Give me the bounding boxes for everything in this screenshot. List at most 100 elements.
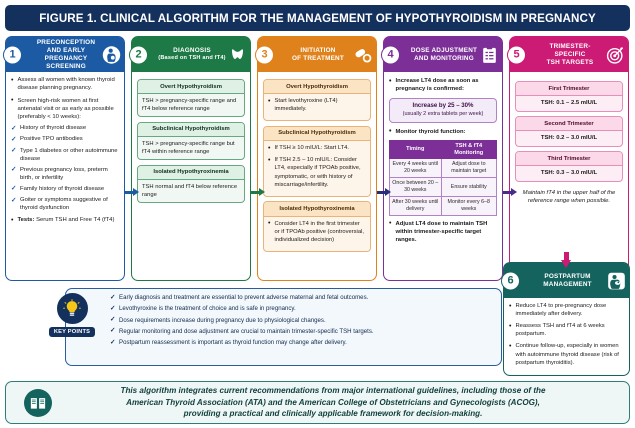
arrow-step2-to-step3 [251,188,265,197]
step-6-header: 6 POSTPARTUM MANAGEMENT [501,263,629,298]
page-title: FIGURE 1. CLINICAL ALGORITHM FOR THE MAN… [39,11,596,25]
table-row: Once between 20 – 30 weeks Ensure stabil… [389,177,498,197]
step-4-dose-adjustment-monitoring: 4 DOSE ADJUSTMENT AND MONITORING Increas… [381,36,503,281]
key-points-panel: KEY POINTS Early diagnosis and treatment… [48,288,502,366]
breastfeeding-mother-icon [607,271,626,290]
step-6-body: Reduce LT4 to pre-pregnancy dose immedia… [504,298,629,375]
table-header-row: Timing TSH & fT4 Monitoring [389,140,498,160]
footer-line-2: American Thyroid Association (ATA) and t… [126,397,540,407]
list-item: Increase LT4 dose as soon as pregnancy i… [389,77,497,94]
treatment-subclinical-box: Subclinical Hypothyroidism If TSH ≥ 10 m… [263,125,371,197]
diagnosis-subclinical-box: Subclinical Hypothyroidism TSH > pregnan… [137,121,245,161]
clipboard-checklist-icon [480,45,499,64]
step-4-bullet-3: Adjust LT4 dose to maintain TSH within t… [389,219,497,245]
cell-monitoring: Adjust dose to maintain target [440,158,498,179]
col-header-timing: Timing [389,140,442,160]
step-3-header: 3 INITIATION OF TREATMENT [255,37,376,72]
footer-banner: This algorithm integrates current recomm… [5,381,630,424]
cell-timing: Every 4 weeks until 20 weeks [389,158,442,179]
list-item: Start levothyroxine (LT4) immediately. [268,97,366,113]
col-header-monitoring: TSH & fT4 Monitoring [440,140,498,160]
step-4-bullet-1: Increase LT4 dose as soon as pregnancy i… [389,77,497,94]
first-trimester-box: First Trimester TSH: 0.1 – 2.5 mIU/L [515,81,623,112]
treatment-overt-items: Start levothyroxine (LT4) immediately. [268,97,366,113]
step-1-header: 1 PRECONCEPTION AND EARLY PREGNANCY SCRE… [3,37,124,72]
step-2-diagnosis: 2 DIAGNOSIS (Based on TSH and fT4) Overt… [129,36,251,281]
step-6-number-badge: 6 [501,271,520,290]
footer-line-3: providing a practical and clinically app… [183,409,483,419]
lower-section: KEY POINTS Early diagnosis and treatment… [5,288,630,366]
step-2-title: DIAGNOSIS (Based on TSH and fT4) [158,47,226,61]
step-3-title: INITIATION OF TREATMENT [292,46,344,62]
step-5-header: 5 TRIMESTER-SPECIFIC TSH TARGETS [507,37,628,72]
step-4-number-badge: 4 [381,45,400,64]
list-item: If TSH 2.5 – 10 mIU/L: Consider LT4, esp… [268,156,366,188]
cell-monitoring: Ensure stability [440,177,498,197]
footer-line-1: This algorithm integrates current recomm… [120,385,546,395]
step-4-title: DOSE ADJUSTMENT AND MONITORING [410,46,478,62]
dose-increase-highlight: Increase by 25 – 30% (usually 2 extra ta… [389,97,497,123]
list-item: Continue follow-up, especially in women … [509,342,624,366]
step-2-header: 2 DIAGNOSIS (Based on TSH and fT4) [129,37,250,72]
step-2-body: Overt Hypothyroidism TSH > pregnancy-spe… [132,72,250,212]
cell-monitoring: Monitor every 6–8 weeks [440,195,498,216]
list-item: Family history of thyroid disease [11,185,119,194]
pills-capsule-icon [354,45,373,64]
step-6-postpartum-management: 6 POSTPARTUM MANAGEMENT Reduce LT4 to pr… [501,262,630,376]
arrow-step3-to-step4 [377,188,391,197]
list-item: Type 1 diabetes or other autoimmune dise… [11,147,119,164]
lightbulb-icon [56,293,88,324]
list-item: Regular monitoring and dose adjustment a… [110,327,495,336]
diagnosis-overt-box: Overt Hypothyroidism TSH > pregnancy-spe… [137,79,245,118]
step-3-number-badge: 3 [255,45,274,64]
list-item: Monitor thyroid function: [389,127,497,137]
tests-value: Serum TSH and Free T4 (fT4) [36,217,115,224]
step-5-trimester-tsh-targets: 5 TRIMESTER-SPECIFIC TSH TARGETS First T… [507,36,629,281]
step-1-number-badge: 1 [3,45,22,64]
treatment-overt-box: Overt Hypothyroidism Start levothyroxine… [263,79,371,122]
list-item: Tests: Serum TSH and Free T4 (fT4) [11,216,119,226]
step-2-number-badge: 2 [129,45,148,64]
step-4-body: Increase LT4 dose as soon as pregnancy i… [384,72,502,252]
ft4-target-note: Maintain fT4 in the upper half of the re… [522,189,616,205]
step-4-bullet-2: Monitor thyroid function: [389,127,497,137]
table-row: Every 4 weeks until 20 weeks Adjust dose… [389,158,498,179]
arrow-step4-to-step5 [503,188,517,197]
list-item: Postpartum reassessment is important as … [110,339,495,347]
step-1-preconception-screening: 1 PRECONCEPTION AND EARLY PREGNANCY SCRE… [3,36,125,281]
list-item: Previous pregnancy loss, preterm birth, … [11,166,119,183]
key-points-label: KEY POINTS [48,327,96,337]
thyroid-gland-icon [228,45,247,64]
key-points-badge: KEY POINTS [41,293,103,337]
step-6-bullets: Reduce LT4 to pre-pregnancy dose immedia… [509,301,624,367]
step-1-risk-factors: History of thyroid disease Positive TPO … [11,125,119,213]
step-1-body: Assess all women with known thyroid dise… [6,72,124,232]
table-row: After 30 weeks until delivery Monitor ev… [389,195,498,216]
list-item: Screen high-risk women at first antenata… [11,96,119,122]
cell-timing: After 30 weeks until delivery [389,195,442,216]
monitoring-table: Timing TSH & fT4 Monitoring Every 4 week… [389,140,498,216]
key-points-list: Early diagnosis and treatment are essent… [110,294,495,348]
step-4-header: 4 DOSE ADJUSTMENT AND MONITORING [381,37,502,72]
step-1-bullets: Assess all women with known thyroid dise… [11,76,119,121]
list-item: Assess all women with known thyroid dise… [11,76,119,93]
step-5-number-badge: 5 [507,45,526,64]
third-trimester-box: Third Trimester TSH: 0.3 – 3.0 mIU/L [515,151,623,182]
list-item: Reassess TSH and fT4 at 6 weeks postpart… [509,322,624,338]
diagnosis-hypothyroxinemia-box: Isolated Hypothyroxinemia TSH normal and… [137,164,245,204]
step-1-tests: Tests: Serum TSH and Free T4 (fT4) [11,216,119,226]
list-item: Consider LT4 in the first trimester or i… [268,219,366,244]
algorithm-columns: 1 PRECONCEPTION AND EARLY PREGNANCY SCRE… [3,36,630,281]
cell-timing: Once between 20 – 30 weeks [389,177,442,197]
step-5-body: First Trimester TSH: 0.1 – 2.5 mIU/L Sec… [510,72,628,210]
list-item: If TSH ≥ 10 mIU/L: Start LT4. [268,144,366,154]
footer-text: This algorithm integrates current recomm… [59,385,621,420]
step-1-title: PRECONCEPTION AND EARLY PREGNANCY SCREEN… [36,38,96,70]
step-5-title: TRIMESTER-SPECIFIC TSH TARGETS [546,42,594,66]
list-item: Early diagnosis and treatment are essent… [110,294,495,302]
tests-label: Tests: [17,217,35,224]
step-6-title: POSTPARTUM MANAGEMENT [543,272,592,288]
pregnant-woman-icon [102,45,121,64]
list-item: History of thyroid disease [11,125,119,134]
